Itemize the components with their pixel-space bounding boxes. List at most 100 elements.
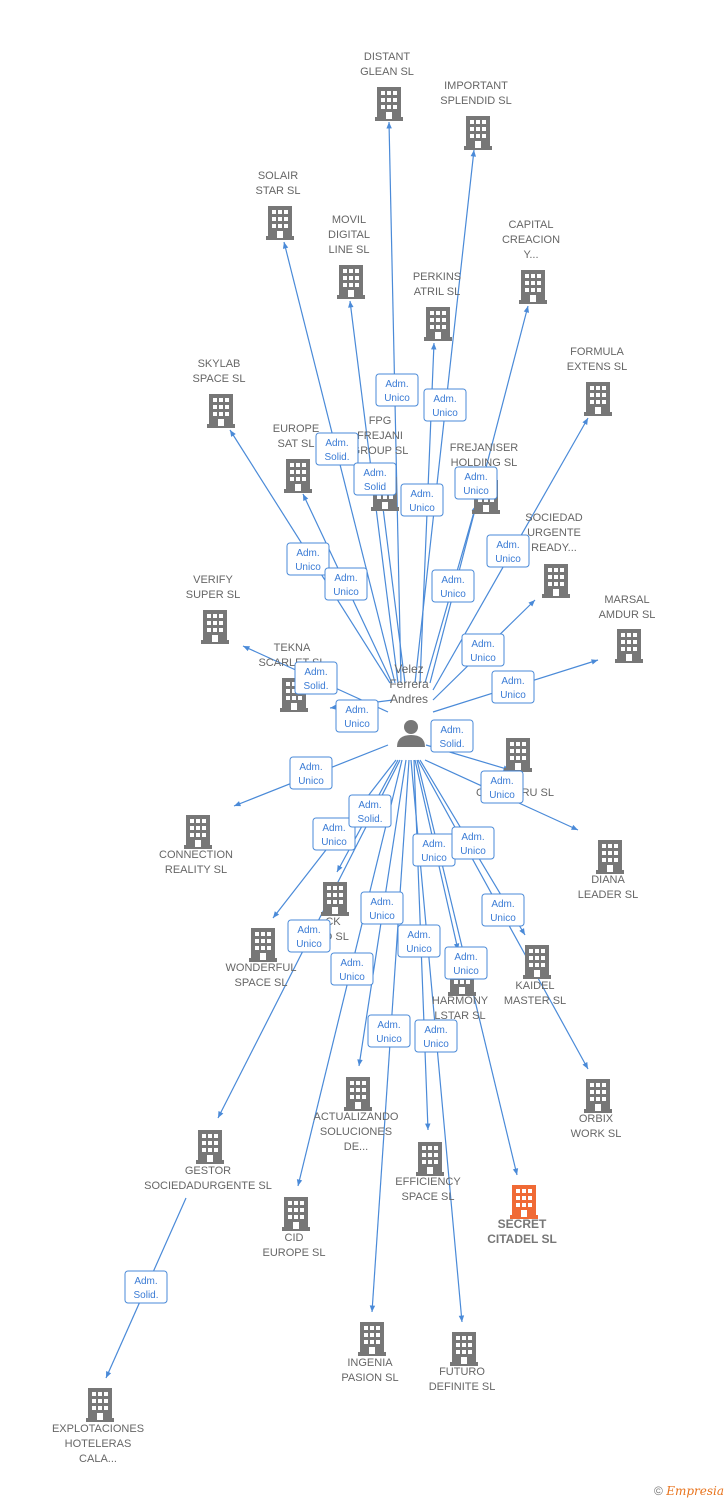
company-node-capital-creacion[interactable]: CAPITALCREACIONY... bbox=[502, 219, 560, 304]
company-node-connection-reality[interactable]: CONNECTION REALITY SL bbox=[159, 815, 233, 876]
relation-badge[interactable]: Adm.Unico bbox=[360, 891, 404, 925]
building-icon bbox=[207, 394, 235, 428]
relation-badge[interactable]: Adm.Unico bbox=[287, 919, 331, 953]
node-label-line: MARSAL bbox=[604, 594, 649, 606]
relation-badge[interactable]: Adm.Unico bbox=[414, 1019, 458, 1053]
node-label-line: WORK SL bbox=[571, 1128, 622, 1140]
center-person[interactable]: Velez Ferrera Andres bbox=[389, 662, 429, 747]
relation-badge[interactable]: Adm.Unico bbox=[486, 534, 530, 568]
relation-badge[interactable]: Adm.Unico bbox=[375, 373, 419, 407]
node-label-line: KAIDEL bbox=[515, 980, 554, 992]
relation-badge-text: Unico bbox=[489, 790, 515, 801]
relation-badge[interactable]: Adm.Solid. bbox=[348, 794, 392, 828]
relation-badge[interactable]: Adm.Solid. bbox=[124, 1270, 168, 1304]
company-node-sociedad-urgente-ready[interactable]: SOCIEDADURGENTEREADY... bbox=[525, 512, 583, 598]
relation-badge-text: Adm. bbox=[297, 925, 320, 936]
relation-badge[interactable]: Adm.Unico bbox=[423, 388, 467, 422]
relation-badge-box bbox=[287, 919, 331, 953]
relation-badge[interactable]: Adm.Solid. bbox=[315, 432, 359, 466]
company-node-verify-super[interactable]: VERIFY SUPER SL bbox=[186, 574, 240, 644]
relation-badge[interactable]: Adm.Unico bbox=[289, 756, 333, 790]
node-label-line: PASION SL bbox=[341, 1372, 398, 1384]
relation-badge[interactable]: Adm.Unico bbox=[335, 699, 379, 733]
node-label-line: ACTUALIZANDO bbox=[314, 1111, 399, 1123]
relation-badge[interactable]: Adm.Unico bbox=[312, 817, 356, 851]
relation-badge[interactable]: Adm.Unico bbox=[324, 567, 368, 601]
relation-badge[interactable]: Adm.Unico bbox=[286, 542, 330, 576]
relation-badge-text: Adm. bbox=[385, 379, 408, 390]
relation-badge[interactable]: Adm.Unico bbox=[481, 893, 525, 927]
brand-logo[interactable]: Empresia bbox=[666, 1484, 724, 1498]
node-label-line: FUTURO bbox=[439, 1366, 485, 1378]
building-icon bbox=[337, 265, 365, 299]
company-node-marsal-amdur[interactable]: MARSAL AMDUR SL bbox=[599, 594, 656, 663]
node-label-line: DE... bbox=[344, 1141, 368, 1153]
relation-badge-text: Solid bbox=[364, 482, 386, 493]
node-label-line: VERIFY bbox=[193, 574, 233, 586]
node-label-line: SPACE SL bbox=[402, 1191, 455, 1203]
node-label-line: AMDUR SL bbox=[599, 609, 656, 621]
relation-badge[interactable]: Adm.Unico bbox=[397, 924, 441, 958]
relation-badge-box bbox=[444, 946, 488, 980]
relation-badge-text: Adm. bbox=[454, 952, 477, 963]
relation-badge-box bbox=[124, 1270, 168, 1304]
relation-badge[interactable]: Adm.Unico bbox=[412, 833, 456, 867]
relation-badge[interactable]: Adm.Unico bbox=[444, 946, 488, 980]
relation-badge[interactable]: Adm.Unico bbox=[431, 569, 475, 603]
node-label-line: SUPER SL bbox=[186, 589, 240, 601]
relation-badge[interactable]: Adm.Unico bbox=[491, 670, 535, 704]
relation-badge-text: Unico bbox=[470, 653, 496, 664]
node-label-line: REALITY SL bbox=[165, 864, 227, 876]
relation-badge-text: Adm. bbox=[334, 573, 357, 584]
relation-badge[interactable]: Adm.Solid. bbox=[430, 719, 474, 753]
relation-badge[interactable]: Adm.Solid. bbox=[294, 661, 338, 695]
node-label-line: ATRIL SL bbox=[414, 286, 460, 298]
relation-badge-text: Adm. bbox=[490, 776, 513, 787]
relation-badge[interactable]: Adm.Unico bbox=[461, 633, 505, 667]
company-node-explotaciones-hoteleras[interactable]: EXPLOTACIONESHOTELERASCALA... bbox=[52, 1388, 144, 1465]
relation-badge[interactable]: Adm.Unico bbox=[451, 826, 495, 860]
node-label-line: IMPORTANT bbox=[444, 80, 508, 92]
relation-badge[interactable]: Adm.Unico bbox=[367, 1014, 411, 1048]
arrowhead bbox=[234, 801, 241, 807]
relation-badge[interactable]: Adm.Unico bbox=[454, 466, 498, 500]
center-label-line-1: Velez bbox=[394, 662, 423, 676]
node-label-line: CAPITAL bbox=[508, 219, 553, 231]
node-label-line: FORMULA bbox=[570, 346, 624, 358]
relation-badge[interactable]: Adm.Unico bbox=[400, 483, 444, 517]
relation-badge[interactable]: Adm.Solid bbox=[353, 462, 397, 496]
footer: © Empresia bbox=[654, 1484, 724, 1498]
relation-badge-text: Adm. bbox=[325, 438, 348, 449]
relation-badge[interactable]: Adm. Unico bbox=[480, 770, 524, 804]
building-icon bbox=[464, 116, 492, 150]
relation-badge-box bbox=[491, 670, 535, 704]
relation-badge-box bbox=[397, 924, 441, 958]
relation-badge-text: Adm. bbox=[461, 832, 484, 843]
node-label-line: DIGITAL bbox=[328, 229, 370, 241]
relation-badge[interactable]: Adm.Unico bbox=[330, 952, 374, 986]
company-node-actualizando-soluciones[interactable]: ACTUALIZANDOSOLUCIONESDE... bbox=[314, 1077, 399, 1153]
node-label-line: CONNECTION bbox=[159, 849, 233, 861]
